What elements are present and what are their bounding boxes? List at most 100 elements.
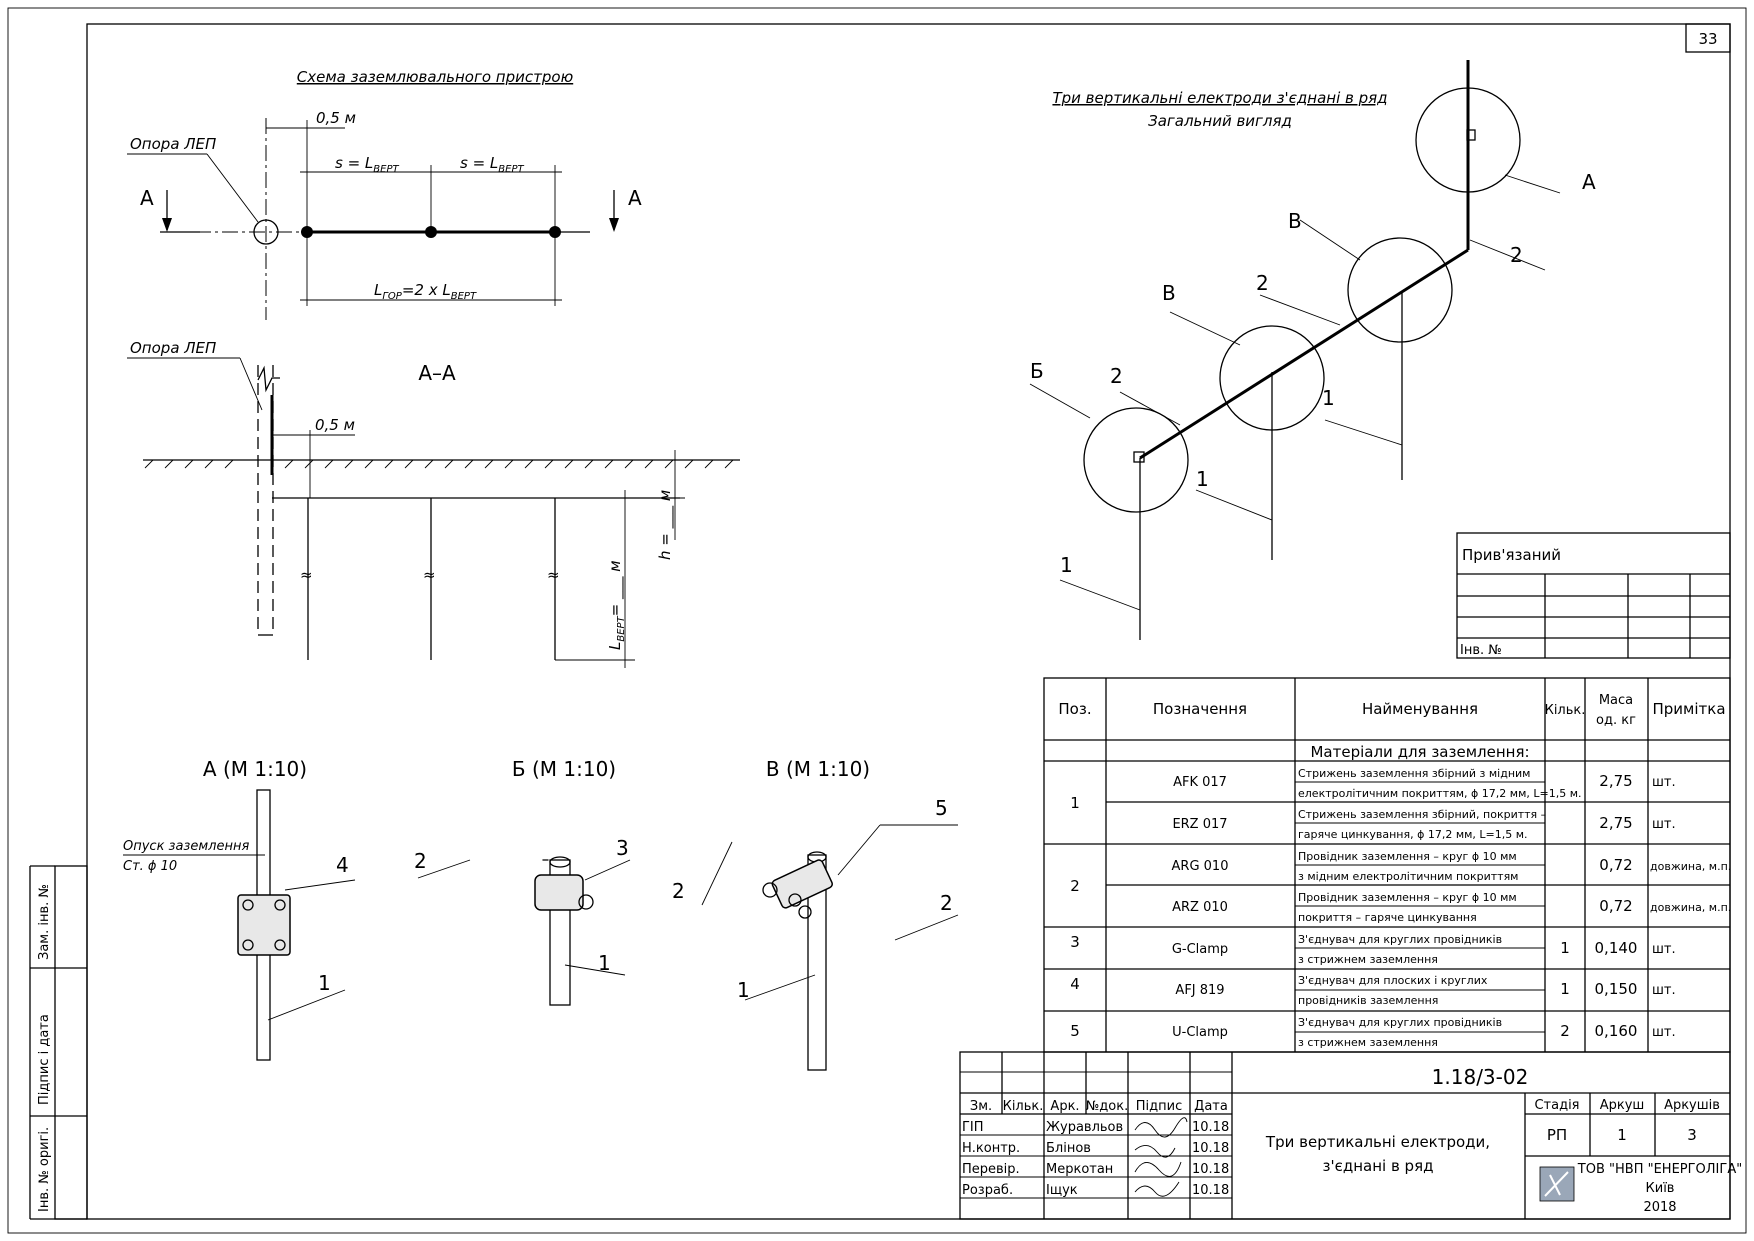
view-label-b1: В <box>1288 209 1302 233</box>
detail-a-label4: 4 <box>336 853 349 877</box>
view-clamp <box>1466 129 1476 141</box>
tb-col-kilk: Кільк. <box>1003 1099 1044 1114</box>
bolt <box>578 894 594 910</box>
tb-name: Іщук <box>1046 1183 1078 1198</box>
spec-row-name2: електролітичним покриттям, ϕ 17,2 мм, L=… <box>1298 787 1582 800</box>
spec-row-mass: 0,160 <box>1595 1022 1638 1040</box>
spec-row-name1: Стрижень заземлення збірний, покриття – <box>1298 808 1546 821</box>
sheet-number: 33 <box>1698 30 1717 48</box>
spec-header-code: Позначення <box>1153 700 1247 718</box>
spec-row-name2: з стрижнем заземлення <box>1298 1036 1438 1049</box>
bolt <box>242 899 254 911</box>
detail-v-label5: 5 <box>935 796 948 820</box>
spec-row-name2: провідників заземлення <box>1298 994 1438 1007</box>
scheme-title: Схема заземлювального пристрою <box>297 68 573 86</box>
spec-row: ERZ 017 Стрижень заземлення збірний, пок… <box>1172 808 1675 841</box>
doc-title-2: з'єднані в ряд <box>1323 1157 1434 1175</box>
detail-v-rod <box>807 854 827 1071</box>
cut-label-left: А <box>140 186 154 210</box>
leader <box>894 914 959 941</box>
tb-role: ГІП <box>962 1120 984 1135</box>
spec-row-name2: покриття – гаряче цинкування <box>1298 911 1477 924</box>
spec-row-code: ARZ 010 <box>1172 900 1228 915</box>
tb-date: 10.18 <box>1192 1183 1229 1198</box>
leader <box>267 989 346 1021</box>
spec-row-mass: 2,75 <box>1599 772 1632 790</box>
detail-b-label1: 1 <box>598 951 611 975</box>
spec-row-note: шт. <box>1652 983 1676 998</box>
binding-inv: Інв. № <box>1460 643 1502 658</box>
leader <box>1504 174 1561 194</box>
tb-sheet: 1 <box>1617 1126 1627 1144</box>
signature-scribble <box>1134 1181 1180 1197</box>
company-year: 2018 <box>1643 1200 1676 1215</box>
side-stamp-grid <box>29 865 88 1220</box>
detail-b-clamp <box>534 874 584 911</box>
tb-name: Меркотан <box>1046 1162 1113 1177</box>
scheme-opora-leader <box>206 153 259 223</box>
spec-row-name2: гаряче цинкування, ϕ 17,2 мм, L=1,5 м. <box>1298 828 1528 841</box>
view-title-2: Загальний вигляд <box>1148 112 1292 130</box>
company-logo-icon <box>1539 1166 1575 1202</box>
spec-row-name1: З'єднувач для круглих провідників <box>1298 1016 1502 1029</box>
scheme-s1: s = LВЕРТ <box>335 154 399 175</box>
leader <box>1195 489 1273 521</box>
spec-row-mass: 0,140 <box>1595 939 1638 957</box>
sheet-number-box <box>1685 23 1731 53</box>
detail-circle-v2 <box>1347 237 1453 343</box>
spec-row-pos: 4 <box>1070 975 1080 993</box>
signature-scribble <box>1134 1161 1182 1177</box>
spec-row-mass: 0,72 <box>1599 856 1632 874</box>
leader <box>584 859 631 881</box>
tb-date: 10.18 <box>1192 1141 1229 1156</box>
spec-row-note: шт. <box>1652 1025 1676 1040</box>
spec-row-name2: з стрижнем заземлення <box>1298 953 1438 966</box>
section-dim-05: 0,5 м <box>315 416 355 434</box>
detail-v-label2a: 2 <box>672 879 685 903</box>
view-label-2a: 2 <box>1510 243 1523 267</box>
detail-a-title: А (М 1:10) <box>203 757 307 781</box>
bolt <box>762 882 778 898</box>
title-block-grid <box>959 1051 1731 1220</box>
tb-stage: РП <box>1547 1126 1567 1144</box>
spec-table-grid <box>1043 677 1731 1053</box>
spec-row-note: довжина, м.п. <box>1650 901 1731 914</box>
detail-b-rod <box>549 859 571 1006</box>
detail-a-label1: 1 <box>318 971 331 995</box>
section-opora-label: Опора ЛЕП <box>130 339 216 357</box>
company-city: Київ <box>1646 1181 1675 1196</box>
view-label-a: А <box>1582 170 1596 194</box>
leader <box>1299 219 1361 261</box>
binding-table <box>1456 532 1731 659</box>
leader <box>1259 294 1341 326</box>
detail-a-note2: Ст. ϕ 10 <box>123 859 177 874</box>
spec-row: 2 ARG 010 Провідник заземлення – круг ϕ … <box>1070 850 1731 895</box>
break-mark: ≈ <box>547 566 560 584</box>
spec-row-code: AFK 017 <box>1173 775 1227 790</box>
section-opora-leader <box>239 357 263 411</box>
side-pidpys: Підпис і дата <box>37 1014 52 1105</box>
spec-row-mass: 2,75 <box>1599 814 1632 832</box>
detail-circle-b <box>1083 407 1189 513</box>
tb-date: 10.18 <box>1192 1120 1229 1135</box>
detail-v-label2b: 2 <box>940 891 953 915</box>
cut-arrow-left-head <box>162 218 172 232</box>
leader <box>744 974 816 1001</box>
detail-a-note1: Опуск заземлення <box>123 839 249 854</box>
outer-frame <box>7 7 1747 1234</box>
spec-row-note: шт. <box>1652 775 1676 790</box>
spec-row-pos: 1 <box>1070 794 1080 812</box>
cut-arrow-right-head <box>609 218 619 232</box>
signature-scribble <box>1134 1117 1188 1138</box>
spec-row-pos: 2 <box>1070 877 1080 895</box>
tb-stage-header: Стадія <box>1534 1098 1579 1113</box>
bolt <box>274 899 286 911</box>
tb-role: Розраб. <box>962 1183 1013 1198</box>
tb-role: Перевір. <box>962 1162 1020 1177</box>
scheme-s2: s = LВЕРТ <box>460 154 524 175</box>
detail-b-label3: 3 <box>616 836 629 860</box>
spec-row-qty: 2 <box>1560 1022 1570 1040</box>
bolt <box>274 939 286 951</box>
spec-row-code: ERZ 017 <box>1172 817 1227 832</box>
